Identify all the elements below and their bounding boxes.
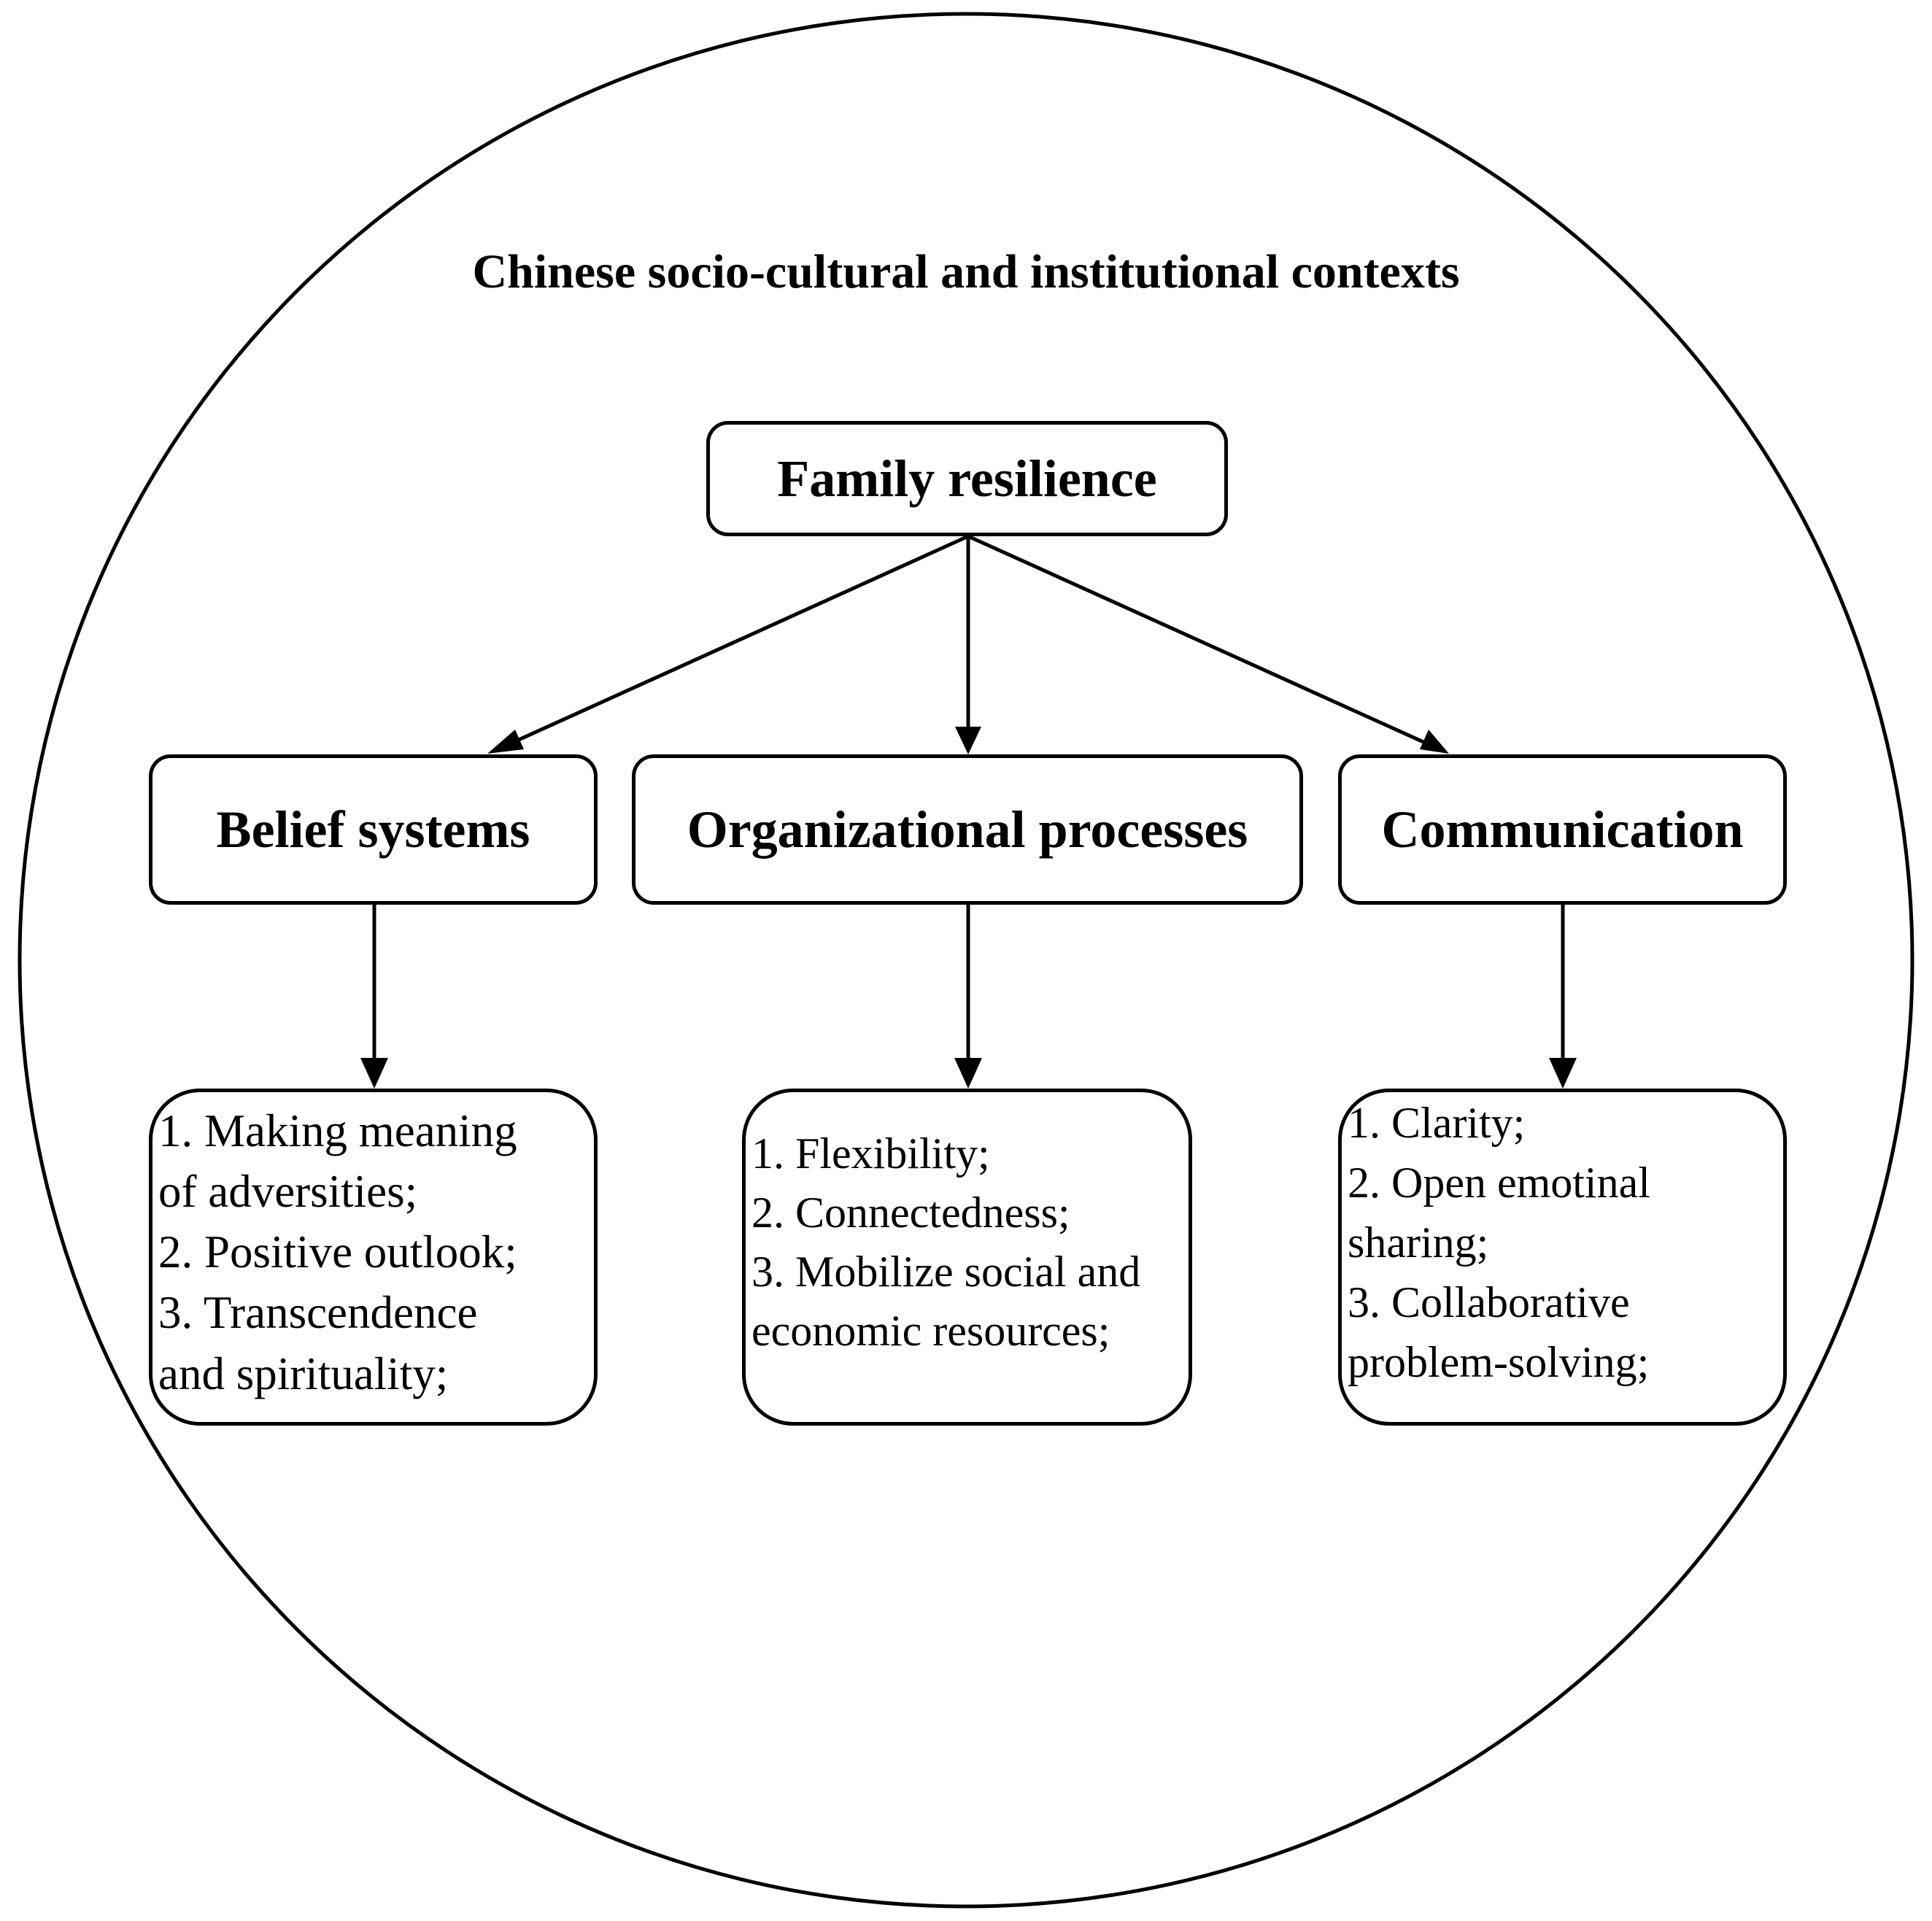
node-communication-label: Communication bbox=[1381, 800, 1744, 859]
arrowhead-organizational-processes-list bbox=[954, 1058, 982, 1089]
arrowhead-belief-systems bbox=[487, 730, 524, 754]
list-item: 1. Making meaning bbox=[158, 1105, 517, 1156]
list-organizational-processes: 1. Flexibility; 2. Connectedness; 3. Mob… bbox=[742, 1089, 1192, 1426]
list-item: of adversities; bbox=[158, 1166, 418, 1218]
list-item: sharing; bbox=[1348, 1218, 1489, 1267]
context-title: Chinese socio-cultural and institutional… bbox=[472, 245, 1460, 298]
node-belief-systems: Belief systems bbox=[149, 754, 598, 905]
list-item: 2. Positive outlook; bbox=[158, 1226, 517, 1278]
list-item: 1. Clarity; bbox=[1348, 1098, 1526, 1147]
list-item: 2. Open emotinal bbox=[1348, 1158, 1650, 1207]
list-belief-systems: 1. Making meaning of adversities; 2. Pos… bbox=[149, 1089, 598, 1426]
arrow-root-to-belief-systems bbox=[495, 534, 970, 752]
arrow-root-to-communication bbox=[967, 534, 1433, 748]
list-communication: 1. Clarity; 2. Open emotinal sharing; 3.… bbox=[1338, 1089, 1787, 1426]
node-belief-systems-label: Belief systems bbox=[216, 800, 530, 859]
arrowhead-belief-systems-list bbox=[360, 1058, 388, 1089]
node-organizational-processes-label: Organizational processes bbox=[687, 800, 1248, 859]
list-item: 2. Connectedness; bbox=[751, 1188, 1070, 1237]
node-family-resilience-label: Family resilience bbox=[777, 449, 1157, 508]
list-item: 3. Collaborative bbox=[1348, 1278, 1630, 1327]
list-item: 1. Flexibility; bbox=[751, 1129, 990, 1178]
list-item: economic resources; bbox=[751, 1307, 1110, 1355]
arrowhead-organizational-processes bbox=[955, 727, 981, 754]
arrowhead-communication-list bbox=[1549, 1058, 1577, 1089]
list-item: and spirituality; bbox=[158, 1348, 449, 1399]
arrowhead-communication bbox=[1420, 730, 1449, 754]
list-item: 3. Transcendence bbox=[158, 1287, 478, 1339]
list-item: problem-solving; bbox=[1348, 1338, 1650, 1387]
list-item: 3. Mobilize social and bbox=[751, 1248, 1141, 1296]
node-communication: Communication bbox=[1338, 754, 1787, 905]
context-circle bbox=[18, 12, 1914, 1909]
node-family-resilience: Family resilience bbox=[706, 421, 1228, 536]
node-organizational-processes: Organizational processes bbox=[632, 754, 1303, 905]
